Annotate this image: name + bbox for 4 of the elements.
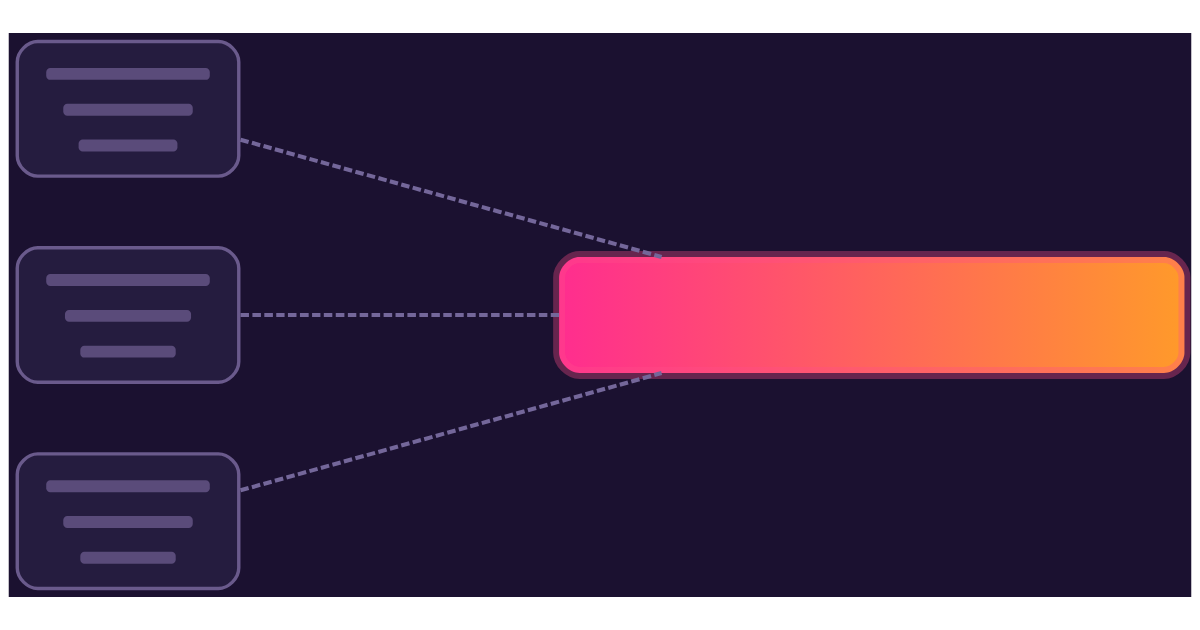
connector	[240, 371, 663, 493]
connector	[240, 312, 559, 318]
node-bar	[553, 251, 1191, 379]
connector	[240, 137, 663, 259]
